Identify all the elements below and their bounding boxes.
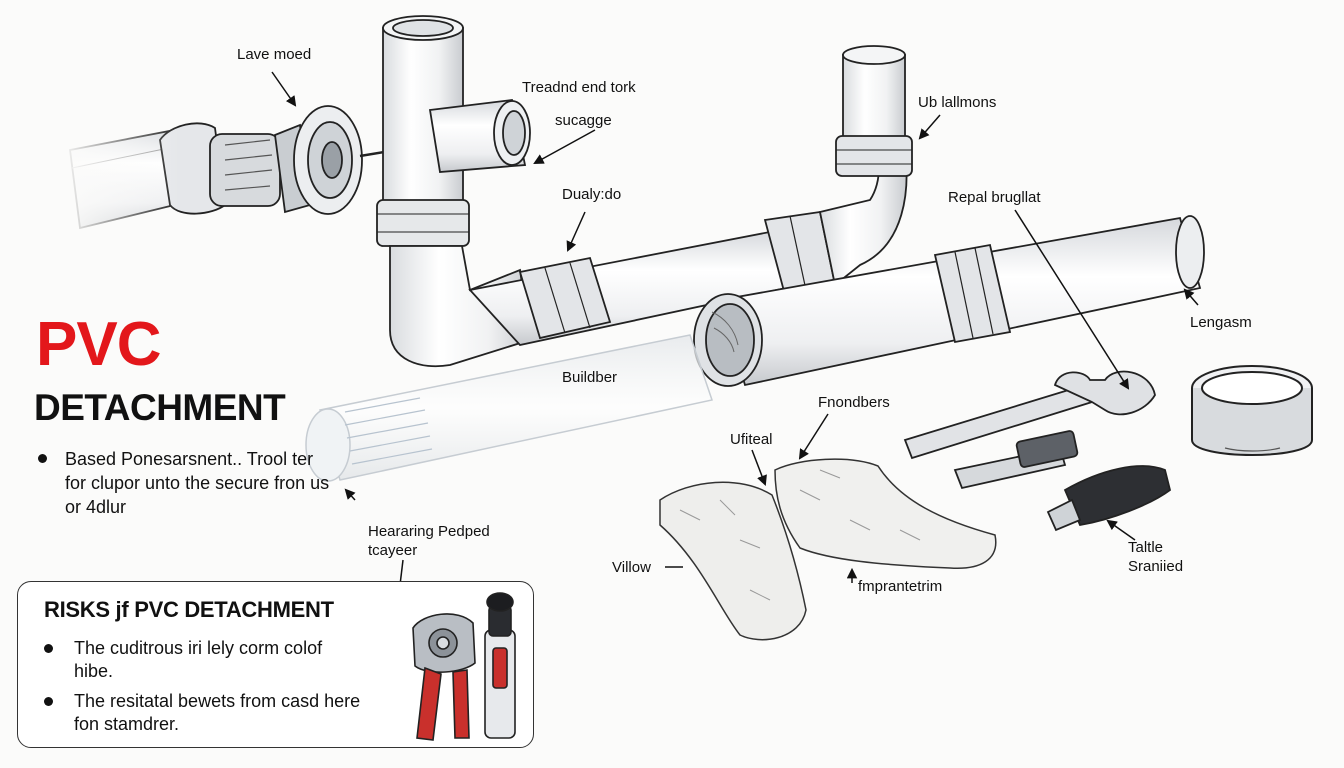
label-lave-moed: Lave moed [237,46,312,63]
label-ub-lallmons: Ub lallmons [918,94,997,111]
pipe-cutter-tool-icon [412,592,516,741]
transparent-pipe [305,334,713,482]
bullet-dot-icon [44,697,53,706]
bullet-dot-icon [38,454,47,463]
risks-heading: RISKS jf PVC DETACHMENT [44,597,334,622]
label-fnondbers: Fnondbers [818,394,890,411]
intro-text: Based Ponesarsnent.. Trool ter for clupo… [65,449,330,517]
risk-item-1: The cuditrous iri lely corm colof hibe. [44,637,364,683]
intro-bullet: Based Ponesarsnent.. Trool ter for clupo… [38,447,338,519]
bullet-dot-icon [44,644,53,653]
label-tcayeer: tcayeer [368,542,418,559]
label-dualbydo: Dualy:do [562,186,622,203]
risk-item-2: The resitatal bewets from casd here fon … [44,690,364,736]
risk-item-text: The cuditrous iri lely corm colof hibe. [74,638,323,681]
utility-knife [1046,465,1172,532]
label-fmprantetrim: fmprantetrim [858,578,943,595]
risk-item-text: The resitatal bewets from casd here fon … [74,691,361,734]
wrench-tool [903,370,1156,490]
vertical-pipe-tee [376,15,531,368]
title-detachment: DETACHMENT [34,387,286,428]
label-treadnd-end-tork: Treadnd end tork [522,79,636,96]
pipe-clamp-ring [1191,365,1313,456]
label-sraniied: Sraniied [1128,558,1184,575]
label-buildber: Buildber [562,369,618,386]
label-hearaing-pedped: Heararing Pedped [368,523,490,540]
label-lengasm: Lengasm [1190,314,1252,331]
label-sucagge: sucagge [555,112,612,129]
label-repal-brugllat: Repal brugllat [948,189,1041,206]
fabric-wrap [659,458,997,641]
label-taltle: Taltle [1128,539,1164,556]
label-villow: Villow [612,559,651,576]
main-horizontal-pipe [468,45,913,346]
title-pvc: PVC [36,310,161,379]
coupling-pipe-section [693,215,1205,387]
label-ufiteal: Ufiteal [730,431,773,448]
risks-panel: RISKS jf PVC DETACHMENT The cuditrous ir… [17,581,534,748]
